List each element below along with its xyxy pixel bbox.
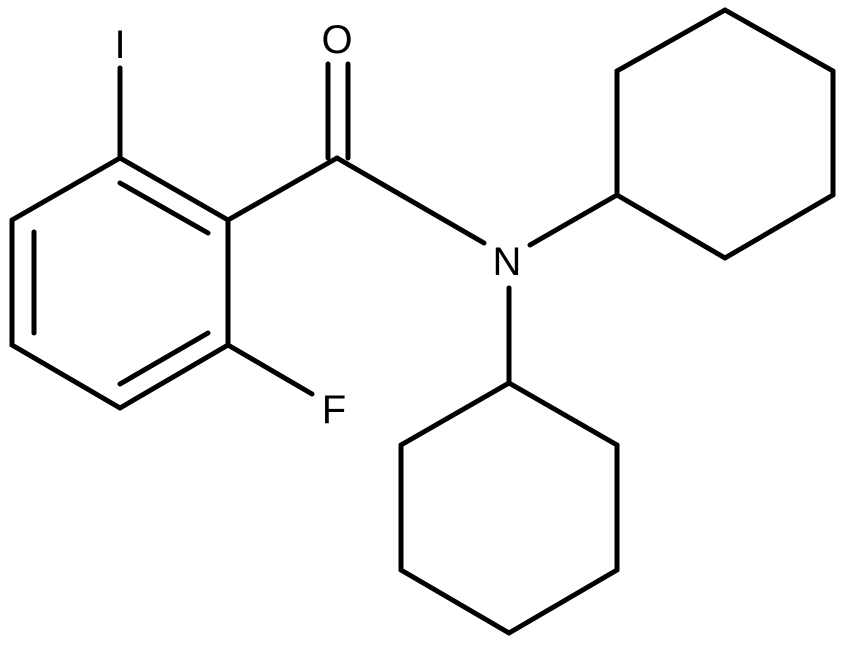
atom-label-iodine: I	[114, 23, 125, 67]
bond-c-f	[225, 342, 315, 397]
bond-ring-c1-c2	[117, 155, 231, 223]
atom-label-fluorine: F	[322, 388, 346, 432]
bond-cy2-d	[398, 567, 512, 636]
bond-ring-c4-c5	[9, 342, 123, 411]
bond-cy2-f	[398, 380, 512, 448]
bond-cy2-c	[506, 567, 620, 636]
benzene-ring	[9, 155, 231, 411]
atom-label-nitrogen: N	[493, 240, 522, 284]
bond-ring-c3-c4	[117, 342, 231, 411]
bond-cy1-b	[614, 7, 728, 74]
cyclohexyl-ring-top	[614, 7, 836, 261]
bond-ring-c1-c2-inner	[117, 180, 211, 236]
bond-ring-carbonyl	[225, 155, 340, 223]
bond-n-cyclohexyl-top	[527, 192, 620, 248]
atom-label-oxygen: O	[321, 18, 352, 62]
bond-ring-c6-c1	[9, 155, 123, 223]
bond-carbonyl-n	[334, 155, 487, 246]
bond-ring-c3-c4-inner	[117, 330, 211, 387]
bond-cy2-a	[506, 380, 620, 448]
bond-cy1-c	[722, 7, 836, 74]
bond-cy1-f	[614, 192, 728, 261]
bond-cy1-e	[722, 192, 836, 261]
cyclohexyl-ring-bottom	[398, 380, 620, 636]
